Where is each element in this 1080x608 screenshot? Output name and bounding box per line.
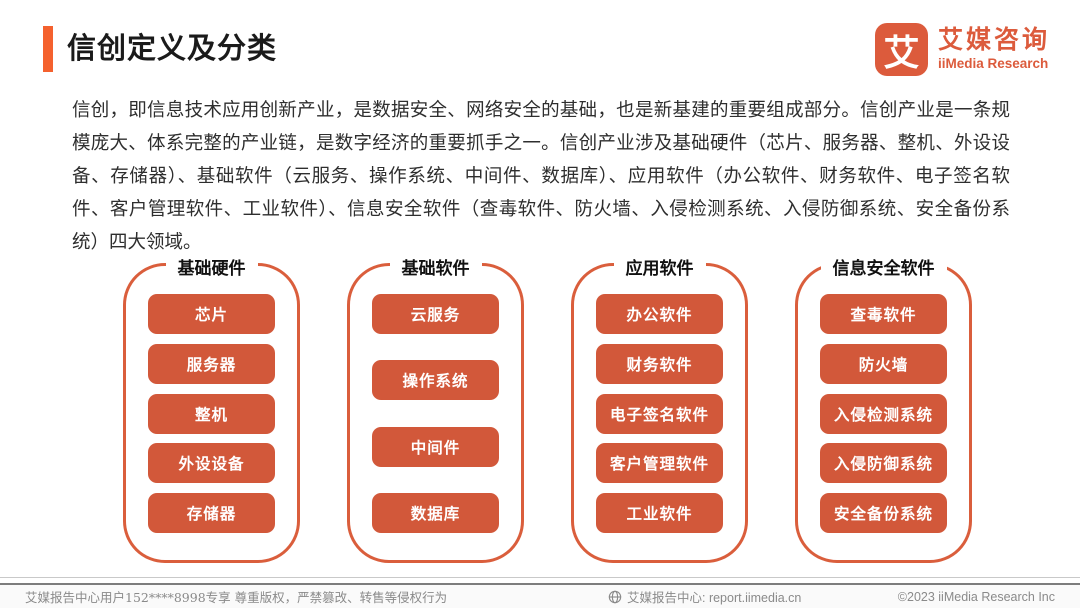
category-item: 入侵防御系统 bbox=[820, 443, 947, 484]
column-items: 查毒软件 防火墙 入侵检测系统 入侵防御系统 安全备份系统 bbox=[820, 294, 947, 533]
intro-paragraph: 信创，即信息技术应用创新产业，是数据安全、网络安全的基础，也是新基建的重要组成部… bbox=[72, 99, 1010, 252]
category-item: 数据库 bbox=[372, 492, 499, 533]
iimedia-logo-icon: 艾 bbox=[874, 23, 928, 76]
category-item: 操作系统 bbox=[372, 360, 499, 401]
category-item: 安全备份系统 bbox=[820, 493, 947, 533]
slide-header: 信创定义及分类 bbox=[43, 26, 277, 72]
column-title: 信息安全软件 bbox=[820, 254, 947, 279]
category-item: 办公软件 bbox=[596, 294, 723, 334]
globe-icon bbox=[608, 590, 622, 604]
category-column-basic-software: 基础软件 云服务 操作系统 中间件 数据库 bbox=[347, 254, 524, 563]
category-item: 中间件 bbox=[372, 426, 499, 467]
category-item: 防火墙 bbox=[820, 343, 947, 384]
brand-name-cn: 艾媒咨询 bbox=[937, 25, 1050, 54]
category-item: 整机 bbox=[148, 393, 275, 434]
footer-copyright-notice: 艾媒报告中心用户152****8998专享 尊重版权，严禁篡改、转售等侵权行为 bbox=[25, 590, 448, 605]
category-column-info-security-software: 信息安全软件 查毒软件 防火墙 入侵检测系统 入侵防御系统 安全备份系统 bbox=[795, 254, 972, 563]
page-title: 信创定义及分类 bbox=[67, 33, 278, 65]
category-item: 入侵检测系统 bbox=[820, 393, 947, 434]
column-items: 云服务 操作系统 中间件 数据库 bbox=[372, 294, 499, 533]
brand-name-en: iiMedia Research bbox=[937, 56, 1049, 72]
category-column-basic-hardware: 基础硬件 芯片 服务器 整机 外设设备 存储器 bbox=[123, 254, 300, 563]
category-columns: 基础硬件 芯片 服务器 整机 外设设备 存储器 基础软件 云服务 操作系统 中间… bbox=[123, 254, 972, 563]
category-item: 查毒软件 bbox=[820, 294, 947, 334]
column-title: 应用软件 bbox=[613, 254, 706, 279]
category-item: 外设设备 bbox=[148, 443, 275, 484]
category-item: 服务器 bbox=[148, 343, 275, 384]
brand-logo: 艾 艾媒咨询 iiMedia Research bbox=[874, 23, 1050, 76]
footer-divider bbox=[0, 577, 1080, 578]
column-items: 芯片 服务器 整机 外设设备 存储器 bbox=[148, 294, 275, 533]
footer-report-url: 艾媒报告中心: report.iimedia.cn bbox=[627, 591, 802, 605]
footer-bar: 艾媒报告中心用户152****8998专享 尊重版权，严禁篡改、转售等侵权行为 … bbox=[0, 583, 1080, 608]
category-item: 芯片 bbox=[148, 294, 275, 334]
title-accent-bar bbox=[43, 26, 53, 72]
column-title: 基础软件 bbox=[389, 254, 482, 279]
footer-company: ©2023 iiMedia Research Inc bbox=[897, 589, 1055, 604]
category-item: 财务软件 bbox=[596, 343, 723, 384]
footer-report-center: 艾媒报告中心: report.iimedia.cn bbox=[608, 587, 801, 606]
category-item: 客户管理软件 bbox=[596, 443, 723, 484]
brand-logo-text: 艾媒咨询 iiMedia Research bbox=[937, 25, 1050, 72]
category-column-application-software: 应用软件 办公软件 财务软件 电子签名软件 客户管理软件 工业软件 bbox=[571, 254, 748, 563]
category-item: 电子签名软件 bbox=[596, 393, 723, 434]
category-item: 存储器 bbox=[148, 493, 275, 533]
category-item: 云服务 bbox=[372, 294, 499, 334]
column-items: 办公软件 财务软件 电子签名软件 客户管理软件 工业软件 bbox=[596, 294, 723, 533]
category-item: 工业软件 bbox=[596, 493, 723, 533]
logo-mark-glyph: 艾 bbox=[883, 31, 920, 73]
column-title: 基础硬件 bbox=[165, 254, 258, 279]
